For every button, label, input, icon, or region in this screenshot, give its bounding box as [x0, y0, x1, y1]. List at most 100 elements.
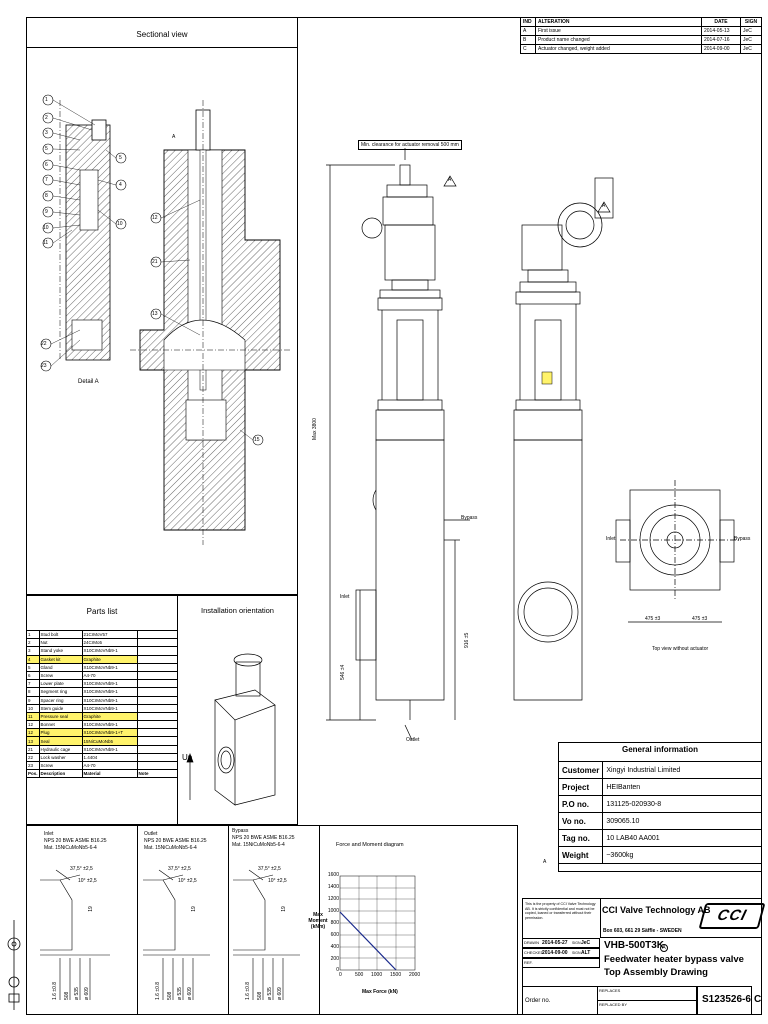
checked-sign: ALT	[581, 950, 591, 956]
drawing-description-2: Top Assembly Drawing	[604, 967, 708, 978]
inlet-material: Mat. 15NiCuMoNb5-6-4	[44, 845, 97, 851]
balloon-right: 10	[117, 221, 123, 227]
order-label: Order no.	[525, 998, 551, 1004]
up-label: Up	[182, 753, 193, 762]
balloon-right: 21	[152, 259, 158, 265]
checked-row	[522, 948, 600, 958]
info-value: ~3600kg	[602, 846, 762, 864]
company-logo: CCI	[698, 903, 766, 929]
drawn-date: 2014-05-27	[542, 940, 568, 946]
bypass-angle-1: 37,5° ±2,5	[258, 866, 281, 872]
balloon-left: 8	[45, 193, 48, 199]
checked-date: 2014-09-00	[542, 950, 568, 956]
x-tick: 1500	[390, 972, 402, 978]
section-mark: A	[172, 134, 176, 140]
inlet-angle-1: 37,5° ±2,5	[70, 866, 93, 872]
y-tick: 0	[336, 967, 339, 973]
drawing-number-cell	[697, 986, 752, 1015]
outlet-angle-2: 10° ±2,5	[178, 878, 197, 884]
bypass-spec: NPS 20 BWE ASME B16.25	[232, 835, 295, 841]
force-moment-limit-line	[339, 911, 397, 971]
balloon-right: 12	[152, 215, 158, 221]
outlet-label: Outlet	[406, 737, 420, 743]
drawing-description-1: Feedwater heater bypass valve	[604, 954, 744, 965]
rev-sign: JeC	[740, 44, 762, 54]
company-name: CCI Valve Technology AB	[602, 905, 711, 915]
inlet-title: Inlet	[44, 831, 54, 837]
drawn-row	[522, 938, 600, 948]
y-tick: 1000	[327, 908, 339, 914]
replaced-by-label: REPLACED BY	[599, 1002, 628, 1007]
bypass-end-panel	[228, 825, 320, 1015]
clearance-note: Min. clearance for actuator removal 500 …	[358, 140, 462, 150]
x-tick: 500	[355, 972, 364, 978]
revision-flag-title: A	[660, 944, 668, 952]
balloon-right: 5	[119, 155, 122, 161]
outlet-title: Outlet	[144, 831, 158, 837]
model-code: VHB-500T3K	[604, 940, 665, 951]
balloon-right: 15	[254, 437, 260, 443]
force-chart-ylabel: Max Moment (kNm)	[308, 912, 328, 930]
balloon-left: 22	[41, 341, 47, 347]
info-label: Weight	[557, 846, 604, 864]
balloon-left: 2	[45, 115, 48, 121]
top-view-caption: Top view without actuator	[652, 646, 709, 652]
top-view-dim-left: 475 ±3	[645, 616, 661, 622]
x-tick: 0	[339, 972, 342, 978]
balloon-left: 23	[41, 363, 47, 369]
force-chart-xlabel: Max Force (kN)	[362, 989, 398, 995]
replaces-label: REPLACES	[599, 988, 621, 993]
drawing-revision: C	[754, 994, 762, 1005]
balloon-left: 9	[45, 209, 48, 215]
bypass-angle-2: 10° ±2,5	[268, 878, 287, 884]
balloon-left: 10	[43, 225, 49, 231]
revision-flag: A	[448, 177, 452, 183]
x-tick: 1000	[371, 972, 383, 978]
y-tick: 800	[330, 920, 339, 926]
outlet-spec: NPS 20 BWE ASME B16.25	[144, 838, 207, 844]
ref-label: REF.	[524, 960, 533, 965]
sectional-view-title: Sectional view	[136, 30, 188, 39]
top-view-dim-right: 475 ±3	[692, 616, 708, 622]
top-view-inlet-label: Inlet	[606, 536, 616, 542]
revision-table: IND ALTERATION DATE SIGN A First issue 2…	[520, 17, 762, 54]
balloon-left: 7	[45, 177, 48, 183]
balloon-right: 13	[152, 311, 158, 317]
force-chart-title: Force and Moment diagram	[336, 842, 404, 848]
inlet-label: Inlet	[340, 594, 350, 600]
y-tick: 400	[330, 944, 339, 950]
property-note: This is the property of CCI Valve Techno…	[525, 902, 596, 920]
sectional-view-header	[26, 17, 298, 48]
table-row: Vo no.309065.10	[557, 812, 762, 830]
drawn-label: DRAWN	[524, 940, 539, 945]
parts-footer-note: Note	[136, 769, 179, 779]
y-tick: 600	[330, 932, 339, 938]
y-tick: 1400	[327, 884, 339, 890]
x-tick: 2000	[409, 972, 421, 978]
y-tick: 200	[330, 956, 339, 962]
logo-text: CCI	[715, 907, 749, 924]
parts-list-title: Parts list	[86, 607, 118, 616]
balloon-left: 1	[45, 97, 48, 103]
y-tick: 1600	[327, 872, 339, 878]
y-tick: 1200	[327, 896, 339, 902]
drawn-sign: JeC	[581, 940, 591, 946]
drawn-sign-label: SIGN	[572, 941, 581, 945]
installation-title: Installation orientation	[201, 606, 274, 615]
top-view-bypass-label: Bypass	[734, 536, 751, 542]
revision-flag: A	[543, 859, 547, 865]
installation-panel	[177, 595, 298, 825]
ref-row	[522, 958, 600, 968]
detail-a-label: Detail A	[78, 379, 99, 385]
replaced-by-cell	[597, 1000, 697, 1015]
checked-label: CHECKED	[524, 950, 544, 955]
